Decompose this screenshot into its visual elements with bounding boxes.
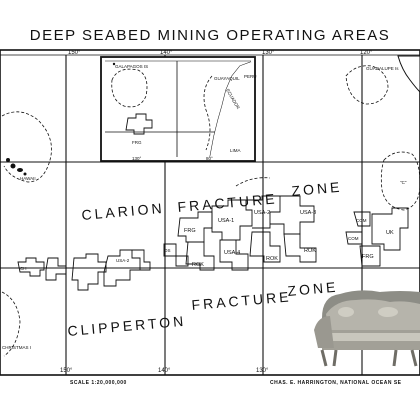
claim-block-rok-2 bbox=[249, 231, 281, 263]
inset-dashed-zone bbox=[111, 68, 148, 108]
inset-land bbox=[210, 62, 251, 157]
claim-label-usa1: USA-1 bbox=[218, 218, 234, 224]
claim-block-usa2 bbox=[246, 195, 281, 229]
claim-label-west-usa: USA-2 bbox=[116, 258, 130, 263]
claim-label-usa4: USA-4 bbox=[224, 250, 240, 256]
claim-block-usa3 bbox=[270, 195, 315, 235]
lon-label-120: 120° bbox=[360, 50, 373, 56]
guayaquil-label: GUAYAQUIL bbox=[214, 76, 240, 81]
inset-claim-frg bbox=[125, 113, 153, 135]
claim-label-frg: FRG bbox=[184, 228, 196, 234]
inset-frg-label: FRG bbox=[132, 140, 142, 145]
hawaii-dashed-zone bbox=[1, 111, 52, 183]
claim-block-com-1 bbox=[353, 211, 371, 227]
claim-label-ch: CH bbox=[20, 266, 27, 271]
galapagos-label: GALAPAGOS IS bbox=[115, 64, 148, 69]
claim-cluster-east bbox=[345, 207, 409, 267]
inset-lat-130: 130° bbox=[132, 156, 142, 161]
claim-label-os: OS bbox=[164, 248, 171, 253]
map-title: DEEP SEABED MINING OPERATING AREAS bbox=[30, 27, 391, 44]
c-dashed-zone bbox=[380, 151, 420, 211]
lima-label: LIMA bbox=[230, 148, 241, 153]
christmas-label: CHRISTMAS I bbox=[2, 345, 31, 350]
clarion-zone-label: ZONE bbox=[291, 179, 343, 199]
bottom-lon-150: 150° bbox=[60, 368, 73, 374]
claim-label-rok-2: ROK bbox=[266, 256, 278, 262]
claim-label-rok-1: ROK bbox=[192, 262, 204, 268]
claim-block-rok-1 bbox=[185, 241, 215, 271]
claim-label-usa2: USA-2 bbox=[254, 210, 270, 216]
clarion-label: CLARION bbox=[81, 200, 165, 223]
credit-label: CHAS. E. HARRINGTON, NATIONAL OCEAN SE bbox=[270, 380, 402, 386]
claim-block-ch-west bbox=[17, 257, 45, 277]
sofa-photo bbox=[314, 290, 420, 367]
claim-block-rok-4 bbox=[175, 255, 189, 267]
bottom-lon-130: 130° bbox=[256, 368, 269, 374]
claim-label-com-1: COM bbox=[356, 218, 367, 223]
claim-block-frg bbox=[177, 211, 213, 243]
clipperton-zone-label: ZONE bbox=[287, 279, 339, 299]
claim-block-usa1 bbox=[211, 199, 253, 241]
christmas-dashed-zone bbox=[1, 291, 21, 357]
inset-dashed-coast bbox=[203, 75, 213, 151]
claim-block-west-5 bbox=[132, 249, 151, 271]
claim-label-com-2: COM bbox=[348, 236, 359, 241]
inset-lat-80: 80° bbox=[206, 156, 213, 161]
claim-label-rok-3: ROK bbox=[304, 248, 316, 254]
hawaii-label: HAWAII bbox=[20, 176, 36, 181]
claim-block-usa4 bbox=[219, 239, 249, 271]
claim-label-usa3: USA-3 bbox=[300, 210, 316, 216]
claim-block-com-2 bbox=[345, 231, 363, 245]
claim-label-frg-east: FRG bbox=[362, 254, 374, 260]
peru-label: PERU bbox=[244, 74, 257, 79]
claim-block-west-3 bbox=[71, 253, 107, 291]
claim-block-rok-3 bbox=[283, 233, 317, 263]
mexico-coast bbox=[397, 55, 420, 93]
galapagos-dot bbox=[112, 62, 116, 66]
lon-label-130: 130° bbox=[262, 50, 275, 56]
scale-label: SCALE 1:20,000,000 bbox=[70, 380, 127, 386]
claim-cluster-central bbox=[163, 195, 317, 271]
guadalupe-dashed-zone bbox=[345, 65, 389, 105]
claim-cluster-west bbox=[17, 249, 151, 291]
lon-label-140: 140° bbox=[160, 50, 173, 56]
claim-block-frg-east bbox=[359, 245, 381, 267]
central-dashed-line bbox=[235, 177, 271, 187]
claim-block-uk bbox=[371, 207, 409, 251]
claim-label-uk: UK bbox=[386, 230, 394, 236]
claim-block-west-4 bbox=[103, 249, 141, 287]
hawaii-islands bbox=[6, 158, 27, 176]
guadalupe-label: GUADALUPE Is bbox=[366, 66, 399, 71]
claim-block-west-2 bbox=[45, 257, 67, 281]
bottom-lon-140: 140° bbox=[158, 368, 171, 374]
lon-label-150: 150° bbox=[68, 50, 81, 56]
inset-map: GALAPAGOS IS GUAYAQUIL ECUADOR PERU LIMA… bbox=[100, 56, 257, 162]
c-label: "C" bbox=[400, 180, 407, 185]
